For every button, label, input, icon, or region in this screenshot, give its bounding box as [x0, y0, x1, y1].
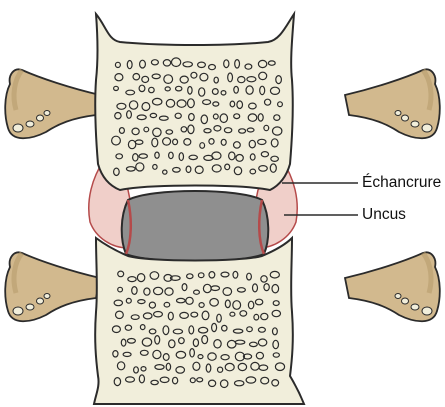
upper-right-transverse-process	[345, 69, 440, 138]
intervertebral-disc	[122, 191, 269, 262]
uncus-label: Uncus	[362, 206, 406, 224]
lower-right-transverse-process	[345, 252, 440, 321]
upper-left-transverse-process	[5, 69, 100, 138]
lower-left-transverse-process	[5, 252, 100, 321]
echancrure-label: Échancrure	[362, 174, 441, 192]
